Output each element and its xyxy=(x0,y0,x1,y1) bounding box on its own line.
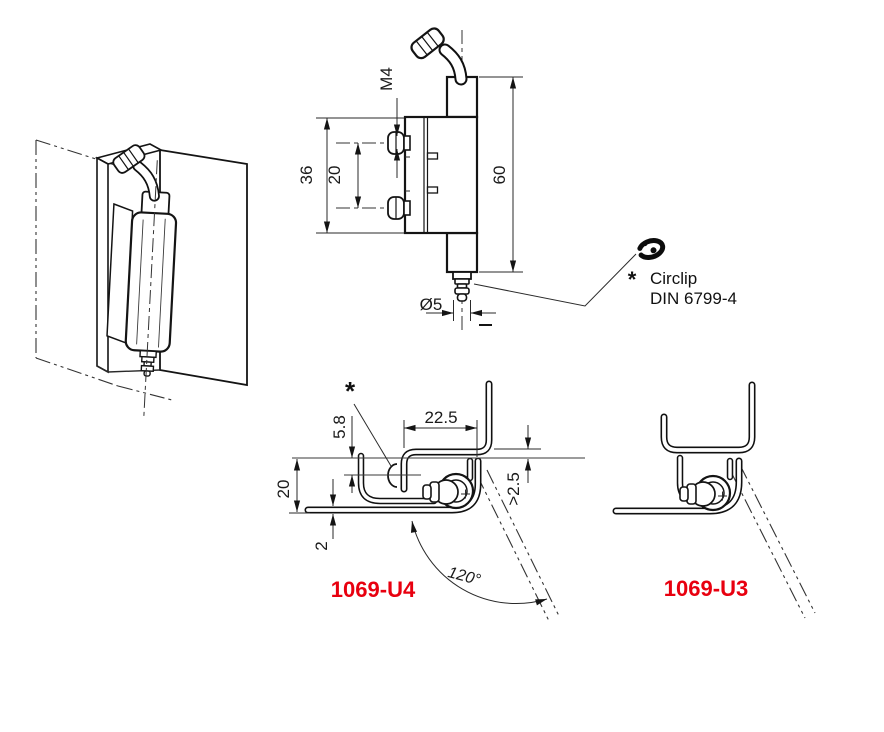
dim-arrow xyxy=(323,221,331,233)
dim-arrow xyxy=(354,143,362,155)
u4-asterisk: * xyxy=(345,376,356,406)
pin-barrel-u4 xyxy=(422,472,475,510)
detent-tab xyxy=(426,152,439,160)
dim-arrow xyxy=(442,309,454,317)
dim-arrow xyxy=(470,309,482,317)
dim-arrow xyxy=(465,424,477,432)
leader-line xyxy=(353,403,392,467)
pin-barrel-u3 xyxy=(679,474,732,512)
circlip-note: * Circlip DIN 6799-4 xyxy=(473,238,737,308)
swing-arc xyxy=(411,520,548,605)
bottom-sleeve xyxy=(445,231,479,274)
dim-arrow xyxy=(348,475,356,487)
section-u4: * 22.5 5.8 20 2 >2.5 120° 1069-U4 xyxy=(274,376,585,624)
dim-offset: 5.8 xyxy=(330,415,349,439)
lever-neck-core xyxy=(440,45,466,84)
phantom-open-door xyxy=(739,464,816,614)
dim-arrow xyxy=(509,260,517,272)
lever-knob-icon xyxy=(410,27,445,60)
dim-thread: M4 xyxy=(377,67,396,91)
circlip-title: Circlip xyxy=(650,269,697,288)
dim-opening-angle: 120° xyxy=(446,564,483,589)
dim-arrow xyxy=(524,459,532,471)
dim-leaf-height: 36 xyxy=(297,166,316,185)
dim-arrow xyxy=(323,118,331,130)
mounting-screw-bottom xyxy=(387,196,411,220)
dim-arrow xyxy=(509,77,517,89)
phantom-open-door xyxy=(729,469,806,619)
dim-arrow xyxy=(354,196,362,208)
dim-hole-spacing: 20 xyxy=(325,166,344,185)
dim-thickness: 2 xyxy=(312,541,331,550)
circlip-standard: DIN 6799-4 xyxy=(650,289,737,308)
phantom-open-door xyxy=(486,469,561,619)
dim-arrow xyxy=(329,514,337,526)
phantom-open-door xyxy=(476,474,551,624)
u4-part-label: 1069-U4 xyxy=(331,577,416,602)
hinge-body-front xyxy=(403,115,479,235)
hinge-pin-iso xyxy=(139,349,158,377)
lever-knob-icon xyxy=(112,144,146,174)
mounting-screw-top xyxy=(387,131,411,155)
dim-height: 20 xyxy=(274,480,293,499)
circlip-section xyxy=(387,463,398,488)
dim-total-height: 60 xyxy=(490,166,509,185)
isometric-view xyxy=(35,139,248,416)
dim-gap: >2.5 xyxy=(504,472,523,506)
front-view: M4 36 20 60 Ø5 xyxy=(297,27,523,330)
dim-arrow xyxy=(329,494,337,506)
detent-tab xyxy=(426,186,439,194)
lever-neck-core xyxy=(134,162,159,200)
u3-part-label: 1069-U3 xyxy=(664,576,748,601)
dim-arrow xyxy=(348,446,356,458)
circlip-icon xyxy=(637,238,666,260)
frame-profile-iso xyxy=(94,143,248,387)
dim-pin-diameter: Ø5 xyxy=(420,295,443,314)
door-profile xyxy=(660,381,756,454)
dim-arrow xyxy=(404,424,416,432)
hinge-body-iso xyxy=(106,144,178,416)
dimension-lines-front xyxy=(316,76,523,326)
hinge-axis-centerline xyxy=(143,160,158,416)
dim-arrow xyxy=(293,459,301,471)
hinge-pin-front xyxy=(452,271,472,302)
dimension-lines-u4 xyxy=(289,416,541,539)
arc-arrow xyxy=(408,520,418,533)
dim-width: 22.5 xyxy=(424,408,457,427)
dim-arrow xyxy=(293,500,301,512)
leader-line xyxy=(473,253,637,307)
dim-arrow xyxy=(524,437,532,449)
circlip-asterisk: * xyxy=(628,267,637,292)
section-u3: 1069-U3 xyxy=(612,381,816,619)
